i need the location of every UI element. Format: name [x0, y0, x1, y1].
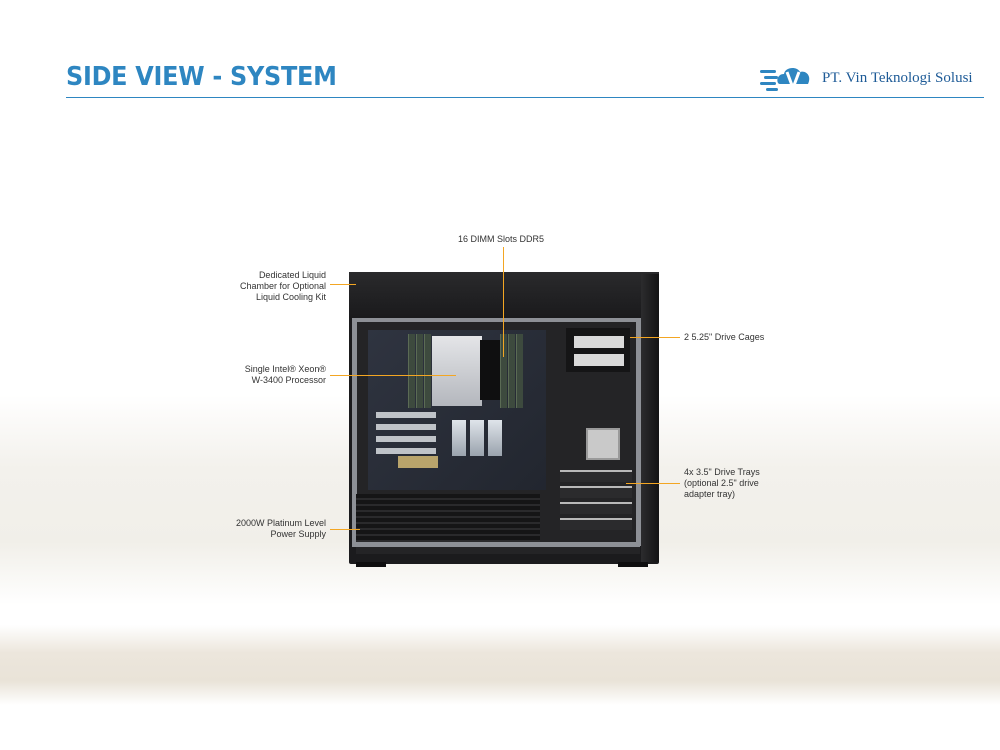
callout-psu: 2000W Platinum Level Power Supply: [236, 518, 326, 540]
callout-line: adapter tray): [684, 489, 736, 499]
m2-heatsink: [470, 420, 484, 456]
leader-line: [330, 375, 456, 376]
cpu-fan: [480, 340, 500, 400]
leader-line: [503, 247, 504, 357]
cpu-cooler: [432, 336, 482, 406]
pcie-slot: [376, 412, 436, 418]
leader-line: [630, 337, 680, 338]
pcie-slot: [376, 448, 436, 454]
callout-line: 2000W Platinum Level: [235, 518, 326, 528]
m2-heatsink: [452, 420, 466, 456]
dimm-slot: [416, 334, 423, 408]
drive-bay-5-25: [574, 336, 624, 348]
chassis-foot: [618, 562, 648, 567]
leader-line: [626, 483, 680, 484]
callout-line: (optional 2.5" drive: [684, 478, 759, 488]
company-name: PT. Vin Teknologi Solusi: [822, 70, 973, 86]
callout-drive-cages: 2 5.25" Drive Cages: [684, 332, 764, 343]
expansion-card: [398, 456, 438, 468]
callout-dimm: 16 DIMM Slots DDR5: [458, 234, 544, 245]
liquid-chamber-panel: [349, 272, 659, 318]
callout-line: Chamber for Optional: [239, 281, 326, 291]
dimm-slot: [408, 334, 415, 408]
callout-line: Liquid Cooling Kit: [255, 292, 326, 302]
pcie-slot: [376, 436, 436, 442]
dimm-slot: [500, 334, 507, 408]
drive-tray-3-5: [560, 502, 632, 514]
power-supply: [356, 494, 540, 542]
callout-line: 2 5.25" Drive Cages: [684, 332, 765, 342]
m2-heatsink: [488, 420, 502, 456]
page-title: SIDE VIEW - SYSTEM: [66, 62, 337, 92]
callout-processor: Single Intel® Xeon® W-3400 Processor: [245, 364, 326, 386]
front-rail: [636, 318, 641, 546]
callout-line: Power Supply: [270, 529, 326, 539]
chassis-foot: [356, 562, 386, 567]
background-band-lower: [0, 625, 1000, 705]
vent-grille: [586, 428, 620, 460]
callout-line: Single Intel® Xeon®: [244, 364, 326, 374]
front-bezel: [641, 274, 659, 562]
bottom-rail: [352, 542, 640, 547]
top-rail: [352, 318, 640, 322]
winged-v-cloud-logo-icon: [760, 68, 810, 93]
callout-line: W-3400 Processor: [251, 375, 326, 385]
callout-line: 4x 3.5" Drive Trays: [684, 467, 760, 477]
rear-rail: [352, 318, 357, 546]
drive-tray-3-5: [560, 470, 632, 482]
dimm-slot: [424, 334, 431, 408]
drive-tray-3-5: [560, 518, 632, 530]
callout-liquid-chamber: Dedicated Liquid Chamber for Optional Li…: [240, 270, 326, 303]
leader-line: [330, 529, 360, 530]
dimm-slot: [516, 334, 523, 408]
leader-line: [330, 284, 356, 285]
pcie-slot: [376, 424, 436, 430]
dimm-slot: [508, 334, 515, 408]
callout-line: Dedicated Liquid: [258, 270, 326, 280]
drive-bay-5-25: [574, 354, 624, 366]
drive-tray-3-5: [560, 486, 632, 498]
title-underline: [66, 97, 984, 98]
callout-line: 16 DIMM Slots DDR5: [458, 234, 545, 244]
callout-drive-trays: 4x 3.5" Drive Trays (optional 2.5" drive…: [684, 467, 760, 500]
